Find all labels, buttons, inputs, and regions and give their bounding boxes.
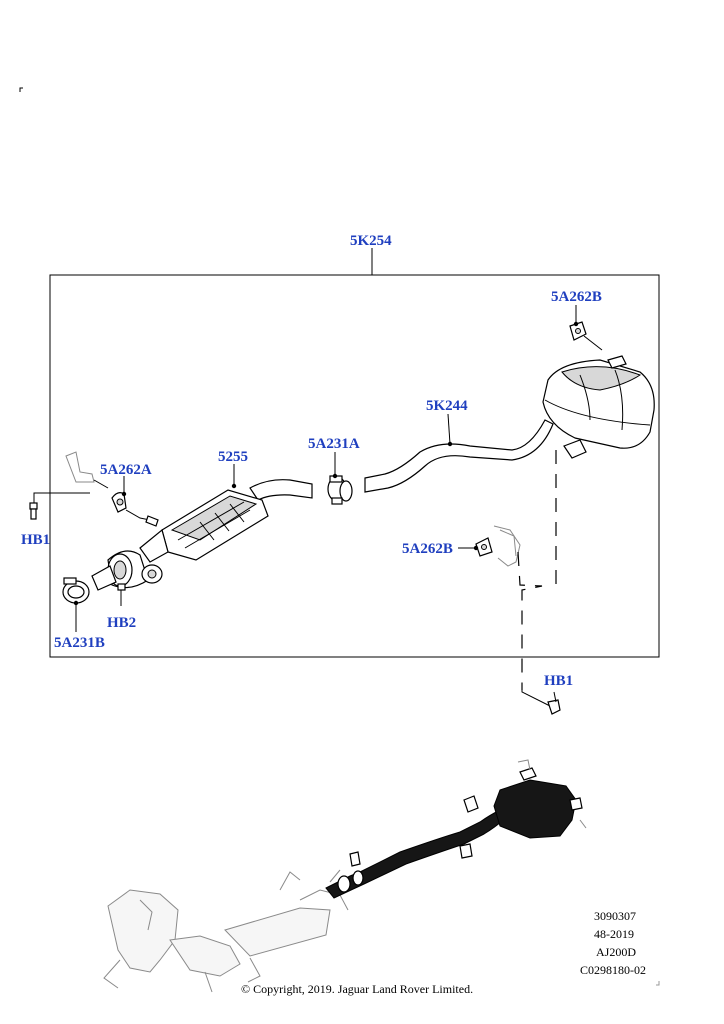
intermediate-pipe [249,479,313,501]
callout-hb2[interactable]: HB2 [107,615,136,631]
catalyst-converter [91,489,269,591]
bracket-rear-top-leader-dot [573,321,579,327]
callout-5a231a[interactable]: 5A231A [308,436,360,452]
bracket-front [111,492,159,527]
mount-bracket-left-leader [93,479,109,489]
bolt-hb1-right [547,691,561,715]
callout-5a262b-mid[interactable]: 5A262B [402,541,453,557]
clamp-front-leader-dot [73,600,79,606]
ref-line-3: AJ200D [596,945,636,959]
bracket-rear-mid [475,525,521,567]
rear-pipe-leader [447,413,451,445]
bolt-hb2 [117,583,126,606]
clamp-mid-leader-dot [332,473,338,479]
guide-line-bracket [517,551,543,690]
corner-mark [19,87,23,92]
ref-line-2: 48-2019 [594,927,634,941]
bracket-front-leader-dot [121,491,127,497]
clamp-mid [327,475,353,505]
corner-mark-bottom [656,981,660,986]
rear-muffler [542,355,655,459]
ref-line-1: 3090307 [594,909,636,923]
bolt-hb1-left [29,492,90,520]
bracket-rear-mid-leader-dot [473,545,479,551]
callout-5255[interactable]: 5255 [218,449,248,465]
rear-pipe [364,419,554,493]
callout-5a262a[interactable]: 5A262A [100,462,152,478]
callout-5k244[interactable]: 5K244 [426,398,468,414]
assembly-frame [49,274,660,658]
rear-pipe-leader-dot [447,441,453,447]
callout-hb1-right[interactable]: HB1 [544,673,573,689]
callout-5a231b[interactable]: 5A231B [54,635,105,651]
bracket-rear-top [569,321,603,351]
mount-bracket-left [65,451,95,483]
catalyst-leader-dot [231,483,237,489]
callout-5a262b-top[interactable]: 5A262B [551,289,602,305]
guide-line-hb1 [521,690,551,707]
callout-5k254[interactable]: 5K254 [350,233,392,249]
clamp-front [62,577,90,604]
ref-line-4: C0298180-02 [580,963,646,977]
vehicle-overview [103,759,587,993]
copyright-text: © Copyright, 2019. Jaguar Land Rover Lim… [241,982,473,996]
callout-hb1-left[interactable]: HB1 [21,532,50,548]
